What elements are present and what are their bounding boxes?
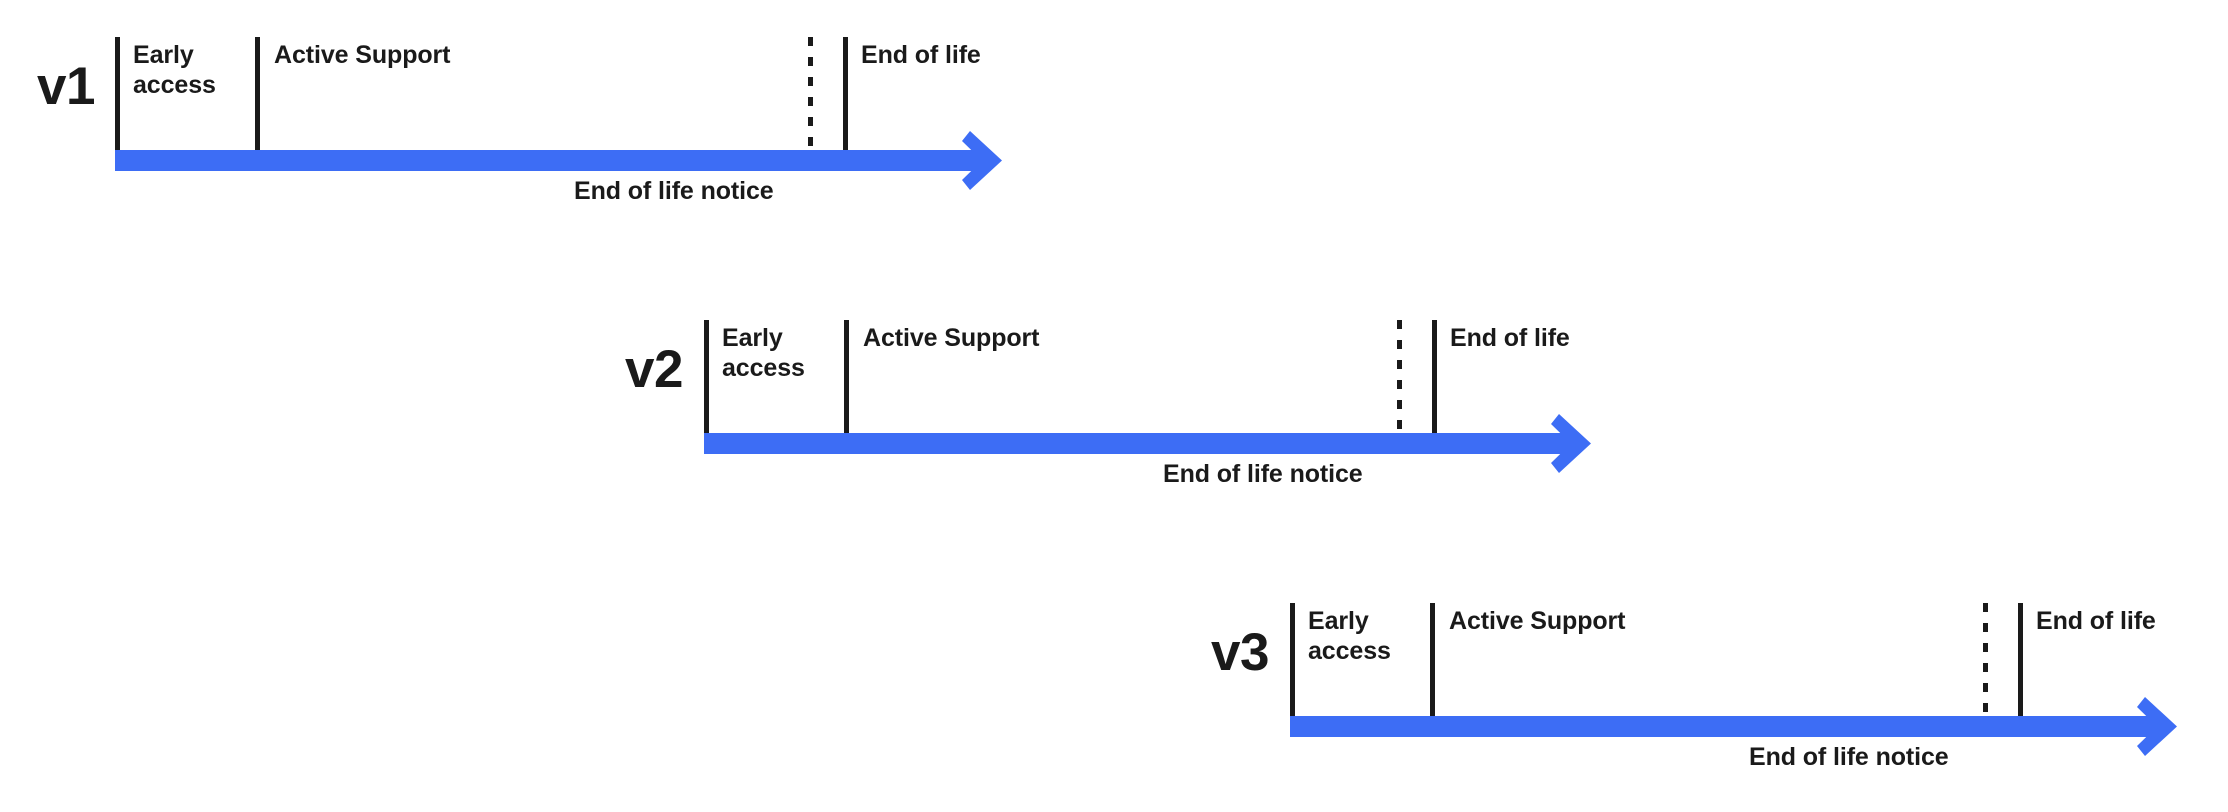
timeline-shaft-v1 — [115, 150, 970, 171]
notice-label-v2: End of life notice — [1163, 460, 1363, 488]
notice-label-v3: End of life notice — [1749, 743, 1949, 771]
phase-label-active-support-v3: Active Support — [1449, 607, 1626, 635]
milestone-divider-early-access-start-v3 — [1290, 603, 1295, 716]
phase-label-early-access-v1: Early access — [133, 41, 216, 99]
phase-label-active-support-v1: Active Support — [274, 41, 451, 69]
phase-label-active-support-v2: Active Support — [863, 324, 1040, 352]
lifecycle-row-v2: v2 Early access Active Support End of li… — [0, 283, 1640, 508]
notice-label-v1: End of life notice — [574, 177, 774, 205]
lifecycle-row-v3: v3 Early access Active Support End of li… — [0, 566, 2228, 812]
milestone-divider-active-support-start-v1 — [255, 37, 260, 150]
lifecycle-row-v1: v1 Early access Active Support End of li… — [0, 0, 1040, 225]
phase-label-early-access-v3: Early access — [1308, 607, 1391, 665]
milestone-divider-active-support-start-v3 — [1430, 603, 1435, 716]
arrow-right-icon-v2 — [1551, 412, 1613, 475]
milestone-divider-end-of-life-start-v1 — [843, 37, 848, 150]
arrow-right-icon-v3 — [2137, 695, 2199, 758]
milestone-divider-early-access-start-v2 — [704, 320, 709, 433]
timeline-shaft-v2 — [704, 433, 1559, 454]
milestone-divider-end-of-life-notice-v3 — [1983, 603, 1988, 716]
milestone-divider-end-of-life-start-v3 — [2018, 603, 2023, 716]
milestone-divider-end-of-life-notice-v2 — [1397, 320, 1402, 433]
phase-label-end-of-life-v1: End of life — [861, 41, 981, 69]
version-label-v1: v1 — [37, 57, 95, 116]
timeline-shaft-v3 — [1290, 716, 2145, 737]
milestone-divider-end-of-life-notice-v1 — [808, 37, 813, 150]
version-label-v2: v2 — [625, 340, 683, 399]
arrow-right-icon-v1 — [962, 129, 1024, 192]
milestone-divider-end-of-life-start-v2 — [1432, 320, 1437, 433]
milestone-divider-active-support-start-v2 — [844, 320, 849, 433]
milestone-divider-early-access-start-v1 — [115, 37, 120, 150]
phase-label-end-of-life-v3: End of life — [2036, 607, 2156, 635]
version-label-v3: v3 — [1211, 623, 1269, 682]
phase-label-early-access-v2: Early access — [722, 324, 805, 382]
phase-label-end-of-life-v2: End of life — [1450, 324, 1570, 352]
